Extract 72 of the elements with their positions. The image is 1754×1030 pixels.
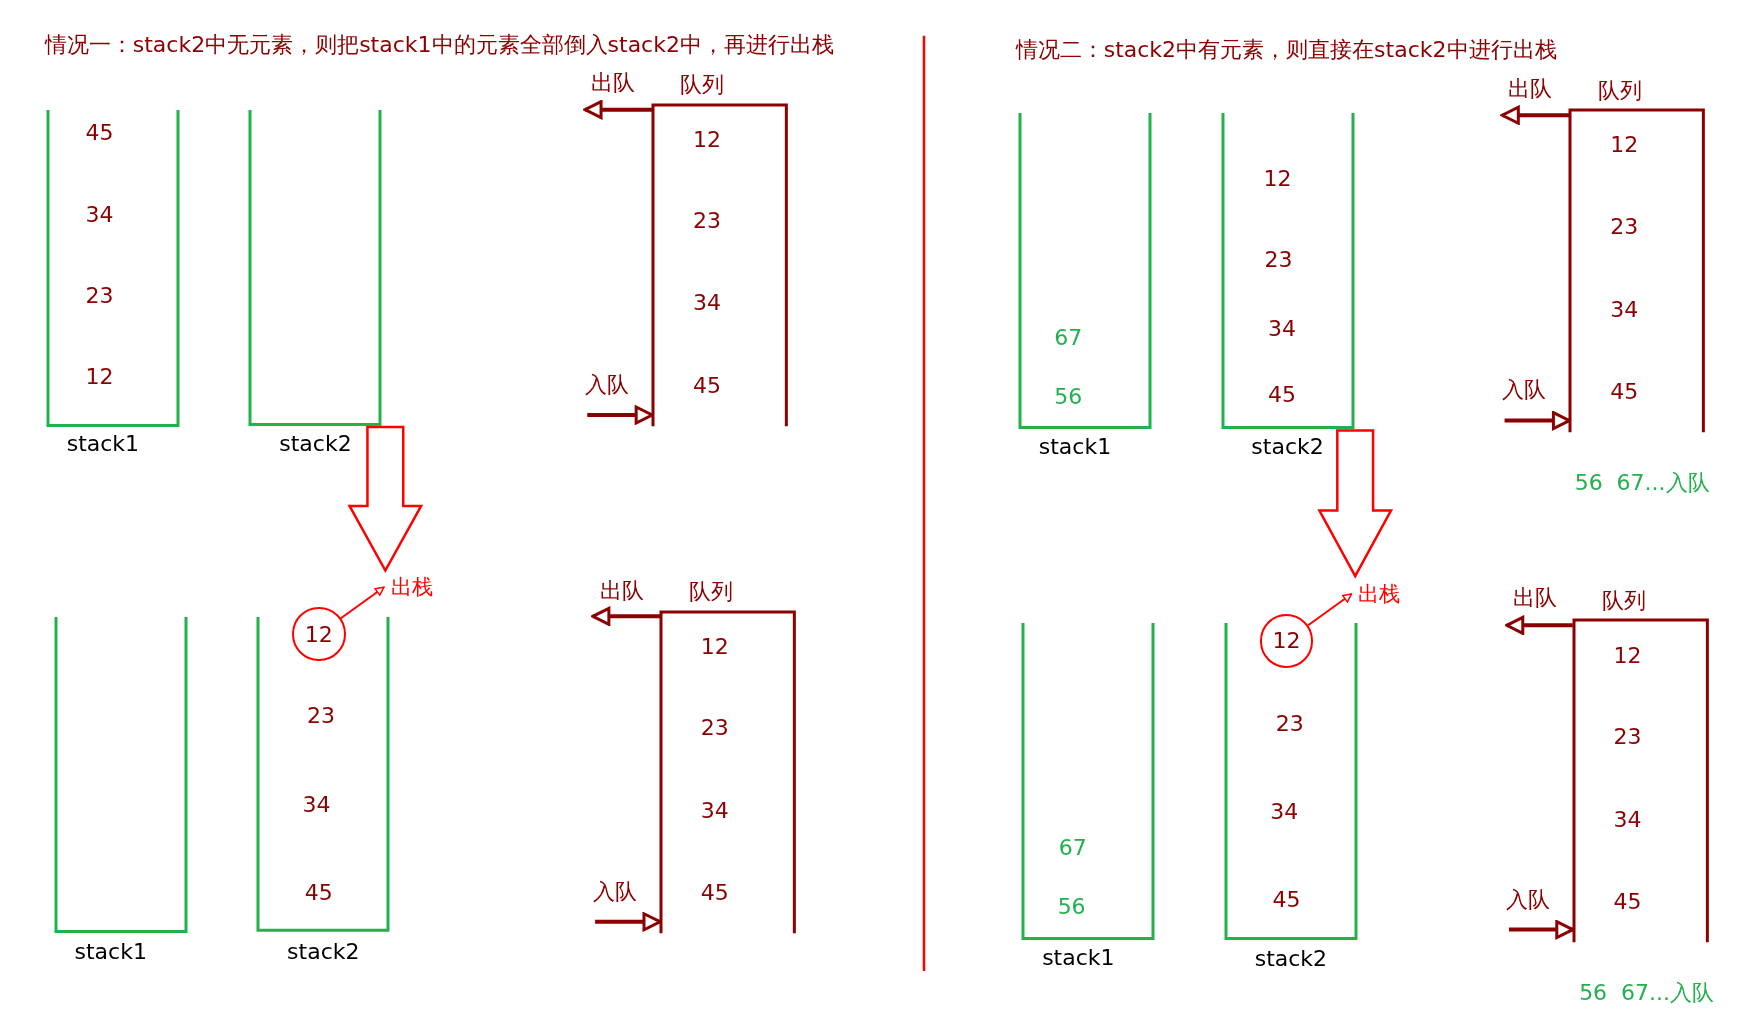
edge-label: 入队 bbox=[1504, 889, 1553, 912]
enqueue-note: 56 67...入队 bbox=[1574, 472, 1710, 495]
edge-label: 出队 bbox=[1506, 78, 1555, 101]
stack-value: 56 bbox=[1054, 386, 1083, 409]
arrow bbox=[1509, 920, 1575, 940]
queue-value: 34 bbox=[700, 800, 729, 822]
queue-value: 45 bbox=[1613, 890, 1642, 913]
arrow bbox=[1317, 429, 1394, 579]
arrow bbox=[339, 586, 385, 620]
pop-label: 出栈 bbox=[1353, 580, 1405, 608]
enqueue-note: 56 67...入队 bbox=[1579, 982, 1715, 1005]
stack-value: 45 bbox=[85, 122, 114, 145]
edge-label: 入队 bbox=[583, 373, 632, 396]
stack-label: stack1 bbox=[66, 433, 140, 456]
circled-number: 12 bbox=[291, 607, 346, 662]
stack-value: 45 bbox=[304, 881, 333, 904]
stack-value: 34 bbox=[85, 203, 114, 226]
stack-label: stack2 bbox=[287, 940, 360, 963]
edge-label: 入队 bbox=[591, 880, 640, 903]
queue-value: 45 bbox=[700, 881, 729, 904]
arrow bbox=[595, 912, 662, 932]
stack-value: 67 bbox=[1058, 836, 1087, 859]
queue-value: 23 bbox=[1613, 726, 1642, 749]
stack-value: 34 bbox=[302, 794, 331, 817]
queue-heading: 队列 bbox=[1597, 79, 1642, 102]
case-heading: 情况二：stack2中有元素，则直接在stack2中进行出栈 bbox=[1015, 39, 1557, 62]
stack-value: 23 bbox=[307, 704, 336, 727]
stack-value: 67 bbox=[1054, 326, 1083, 349]
stack-value: 45 bbox=[1272, 889, 1301, 912]
stack-value: 12 bbox=[85, 365, 114, 388]
stack-value: 34 bbox=[1270, 801, 1299, 824]
queue-value: 12 bbox=[692, 128, 721, 151]
case-heading: 情况一：stack2中无元素，则把stack1中的元素全部倒入stack2中，再进行出栈 bbox=[44, 33, 834, 56]
stack-label: stack2 bbox=[1254, 947, 1328, 970]
arrow bbox=[1307, 593, 1353, 627]
queue-value: 12 bbox=[1610, 134, 1639, 157]
stack-label: stack2 bbox=[1251, 436, 1324, 459]
circled-number: 12 bbox=[1259, 614, 1314, 668]
stack-value: 12 bbox=[1263, 167, 1292, 190]
queue-value: 45 bbox=[692, 374, 721, 397]
arrow bbox=[591, 606, 660, 626]
queue-value: 23 bbox=[1610, 216, 1639, 239]
arrow bbox=[1505, 615, 1573, 635]
queue-value: 12 bbox=[1613, 644, 1642, 667]
stack-value: 34 bbox=[1267, 317, 1296, 340]
queue-heading: 队列 bbox=[680, 74, 725, 96]
arrow bbox=[583, 100, 653, 120]
stack-label: stack2 bbox=[279, 433, 352, 456]
queue-value: 23 bbox=[700, 717, 729, 740]
stack-label: stack1 bbox=[1038, 436, 1112, 459]
queue-heading: 队列 bbox=[1602, 589, 1647, 612]
stack-value: 56 bbox=[1057, 896, 1086, 919]
stack-label: stack1 bbox=[74, 940, 147, 963]
stack-value: 23 bbox=[1264, 248, 1293, 271]
queue-heading: 队列 bbox=[689, 580, 734, 603]
arrow bbox=[1504, 411, 1571, 431]
queue-value: 23 bbox=[692, 210, 721, 233]
stack-value: 45 bbox=[1267, 383, 1296, 406]
arrow bbox=[347, 425, 424, 574]
edge-label: 入队 bbox=[1499, 379, 1548, 402]
pop-label: 出栈 bbox=[385, 573, 438, 601]
arrow bbox=[1500, 105, 1570, 125]
stack-value: 23 bbox=[1275, 712, 1304, 735]
queue-value: 12 bbox=[700, 635, 729, 658]
arrow bbox=[587, 405, 654, 425]
stack-label: stack1 bbox=[1042, 946, 1115, 969]
queue-value: 34 bbox=[692, 292, 721, 315]
queue-value: 45 bbox=[1610, 380, 1639, 403]
queue-value: 34 bbox=[1610, 298, 1639, 321]
edge-label: 出队 bbox=[589, 71, 637, 94]
queue-value: 34 bbox=[1613, 808, 1642, 831]
stack-value: 23 bbox=[85, 285, 114, 308]
